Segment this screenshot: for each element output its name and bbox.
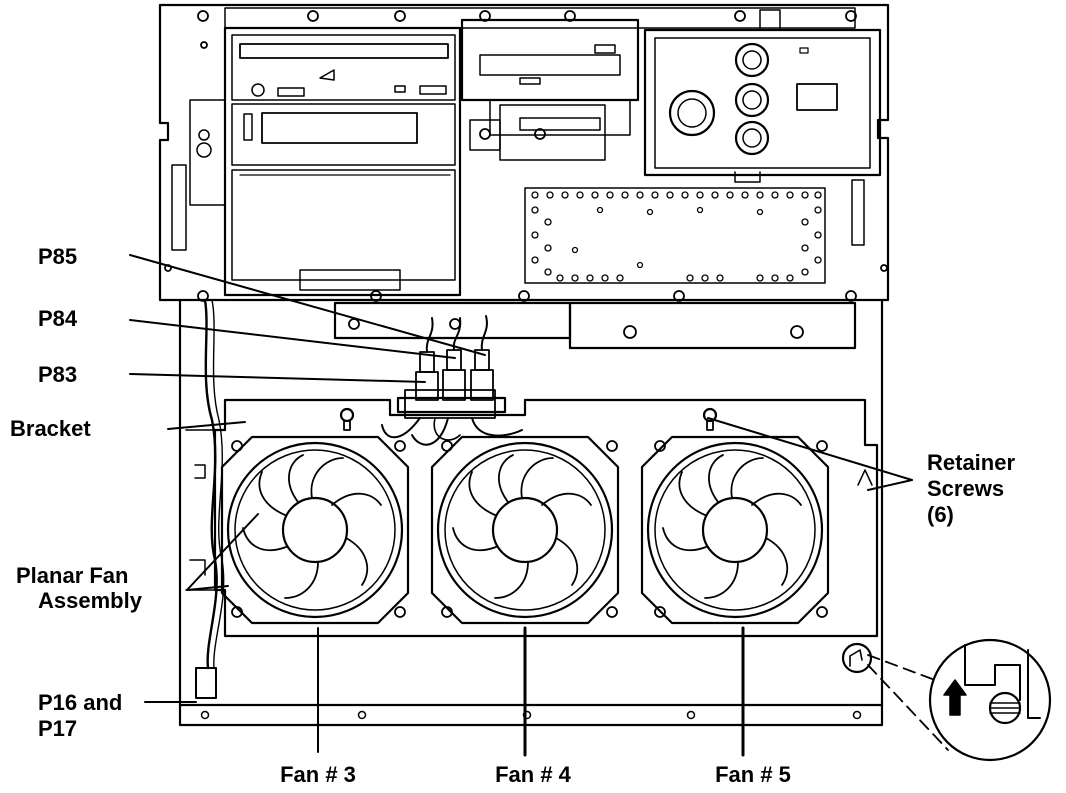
connector-plates [333,301,857,350]
label-p16-and-p17-1: P16 and [38,690,123,715]
label-bracket: Bracket [10,416,91,441]
lower-chassis [178,298,884,727]
fan-connectors [381,315,523,446]
fan-4 [430,435,620,625]
label-planar-fan-2: Assembly [38,588,142,613]
label-p84: P84 [38,306,78,331]
retainer-detail-callout [867,638,1052,762]
label-p83: P83 [38,362,78,387]
label-planar-fan-1: Planar Fan [16,563,129,588]
label-p85: P85 [38,244,78,269]
label-p16-and-p17-2: P17 [38,716,78,741]
label-fan-5: Fan # 5 [715,762,791,787]
label-retainer-screws-3: (6) [927,502,954,527]
label-retainer-screws-2: Screws [927,476,1005,501]
label-fan-4: Fan # 4 [495,762,571,787]
label-retainer-screws-1: Retainer [927,450,1016,475]
upper-chassis [158,3,890,302]
fan-5 [640,435,830,625]
label-fan-3: Fan # 3 [280,762,356,787]
leader-lines [129,254,913,757]
fan-bracket [185,398,879,674]
fan-3 [220,435,410,625]
